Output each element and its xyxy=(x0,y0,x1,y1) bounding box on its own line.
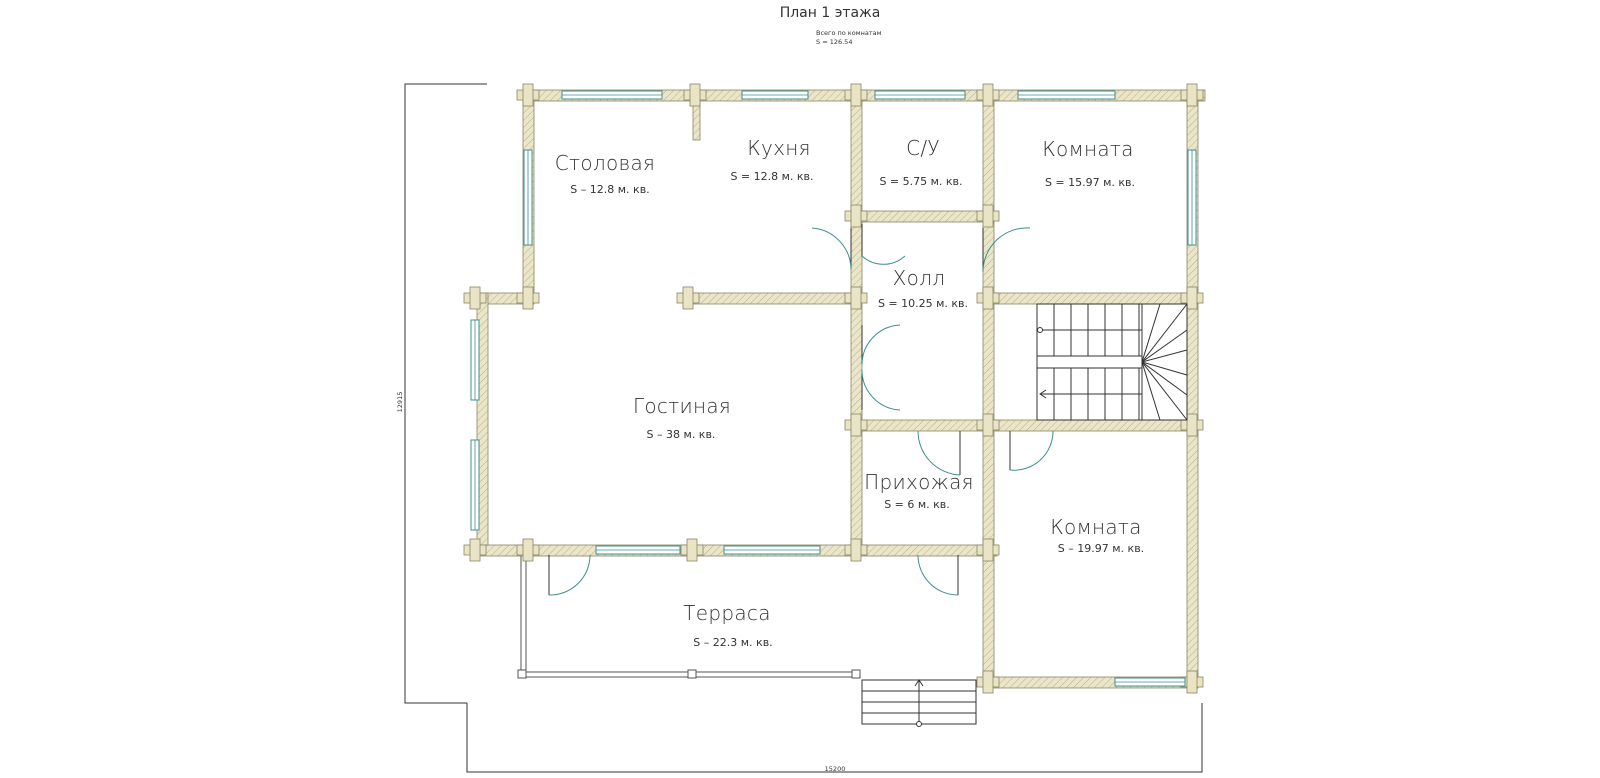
room-area-terrace: S – 22.3 м. кв. xyxy=(693,636,772,649)
door-swing-arc xyxy=(548,554,591,596)
log-end xyxy=(982,286,994,310)
wall-segment xyxy=(850,419,1199,432)
terrace-railing xyxy=(517,555,861,679)
wall-segment xyxy=(850,210,995,223)
door-swing-arc xyxy=(1009,430,1054,471)
room-name-room1: Комната xyxy=(1042,137,1133,161)
room-name-dining: Столовая xyxy=(555,151,655,175)
log-end xyxy=(850,538,862,562)
log-end xyxy=(982,204,994,228)
log-end xyxy=(686,538,698,562)
door-swing-arc xyxy=(917,430,961,476)
wall-segment xyxy=(982,292,1199,305)
door-swing-arc xyxy=(861,369,901,411)
log-end xyxy=(1186,286,1198,310)
winder-tread xyxy=(1141,361,1161,421)
width-dimension: 15200 xyxy=(825,765,846,773)
windows xyxy=(470,90,1197,687)
total-area-value: S = 126.54 xyxy=(816,38,852,46)
room-name-room2: Комната xyxy=(1050,515,1141,539)
log-end xyxy=(982,413,994,437)
room-name-terrace: Терраса xyxy=(683,601,771,625)
log-end xyxy=(1186,83,1198,107)
doors xyxy=(548,224,1054,596)
dimension-lines xyxy=(404,83,1203,773)
room-area-dining: S – 12.8 м. кв. xyxy=(570,183,649,196)
door-swing-arc xyxy=(861,324,901,366)
log-end xyxy=(1186,413,1198,437)
log-end xyxy=(1186,670,1198,694)
room-name-entry: Прихожая xyxy=(864,470,974,494)
log-end xyxy=(522,83,534,107)
winder-tread xyxy=(1141,361,1188,421)
door-swing-arc xyxy=(861,255,906,265)
winder-tread xyxy=(1141,329,1188,363)
log-end xyxy=(850,413,862,437)
plan-title: План 1 этажа xyxy=(780,5,881,21)
wall-segment xyxy=(685,292,857,305)
log-end xyxy=(689,83,701,107)
log-end xyxy=(522,286,534,310)
winder-tread xyxy=(1141,349,1188,363)
room-area-room1: S = 15.97 м. кв. xyxy=(1045,176,1135,189)
room-area-entry: S = 6 м. кв. xyxy=(884,498,950,511)
room-area-bathroom: S = 5.75 м. кв. xyxy=(879,175,962,188)
log-end xyxy=(850,204,862,228)
log-end xyxy=(850,286,862,310)
height-dimension: 12915 xyxy=(396,392,404,413)
room-name-living: Гостиная xyxy=(633,394,731,418)
wall-segment xyxy=(982,89,995,688)
log-end xyxy=(982,538,994,562)
room-name-hall: Холл xyxy=(893,266,946,290)
log-end xyxy=(469,286,481,310)
door-swing-arc xyxy=(811,227,852,271)
staircase xyxy=(1036,303,1188,421)
room-name-kitchen: Кухня xyxy=(747,136,811,160)
door-swing-arc xyxy=(917,554,959,596)
room-area-room2: S – 19.97 м. кв. xyxy=(1058,542,1144,555)
log-end xyxy=(982,83,994,107)
door-swing-arc xyxy=(982,227,1031,273)
room-area-hall: S = 10.25 м. кв. xyxy=(878,297,968,310)
winder-tread xyxy=(1141,361,1188,376)
winder-tread xyxy=(1141,361,1188,396)
stair-start-marker xyxy=(1037,327,1043,333)
winder-tread xyxy=(1141,303,1161,363)
log-end xyxy=(850,83,862,107)
wall-segment xyxy=(850,89,863,556)
room-area-kitchen: S = 12.8 м. кв. xyxy=(730,170,813,183)
winder-tread xyxy=(1141,303,1188,363)
log-end xyxy=(982,670,994,694)
log-end xyxy=(522,538,534,562)
room-area-living: S – 38 м. кв. xyxy=(647,428,716,441)
log-end xyxy=(469,538,481,562)
entrance-steps xyxy=(861,679,977,727)
room-name-bathroom: С/У xyxy=(906,136,940,160)
stair-arrow xyxy=(1039,389,1047,399)
total-area-caption: Всего по комнатам xyxy=(816,29,882,37)
log-end xyxy=(682,286,694,310)
